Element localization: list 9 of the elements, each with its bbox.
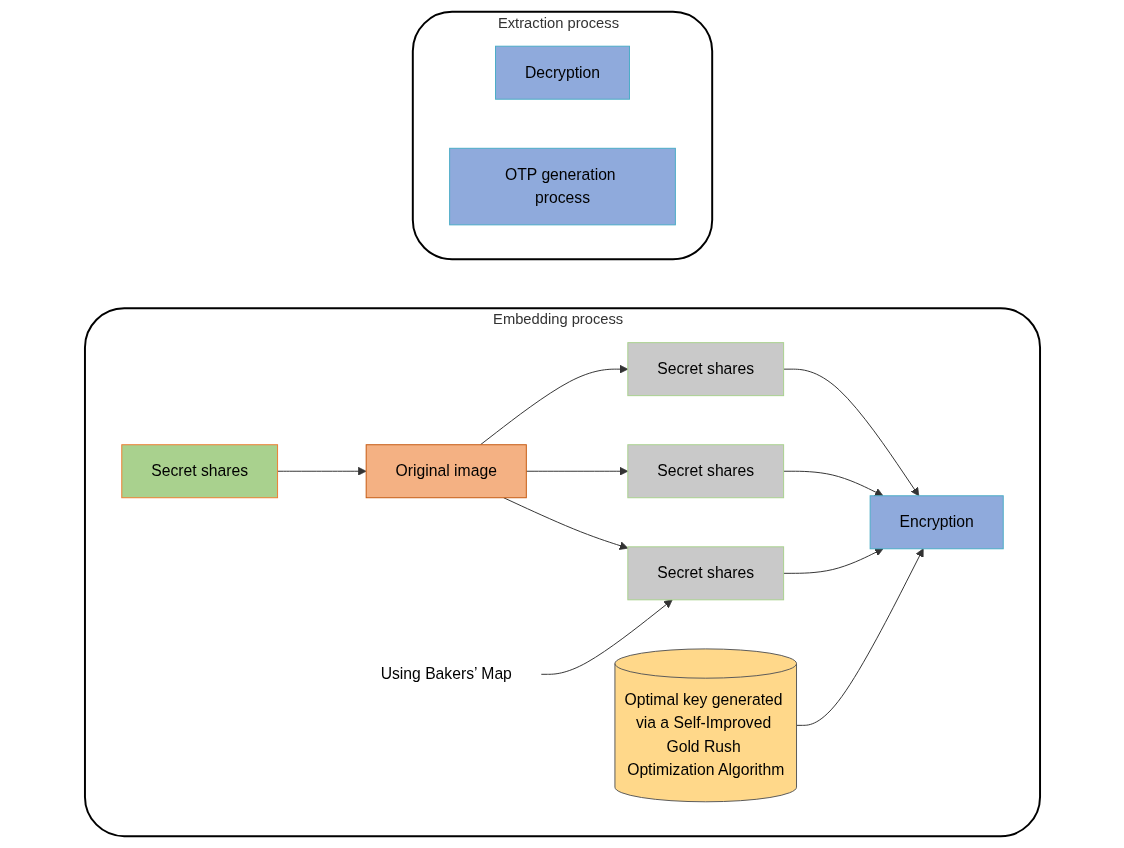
node-box: Decryption	[494, 45, 630, 100]
node-box: Secret shares	[626, 546, 784, 601]
node-box: OTP generation process	[448, 147, 676, 226]
node-box: Secret shares	[120, 444, 278, 499]
node-text: Using Bakers’ Map	[380, 665, 512, 683]
node-box: Secret shares	[626, 342, 784, 397]
node-box: Encryption	[869, 495, 1004, 550]
node-box: Original image	[365, 444, 527, 499]
node-box: Secret shares	[626, 444, 784, 499]
